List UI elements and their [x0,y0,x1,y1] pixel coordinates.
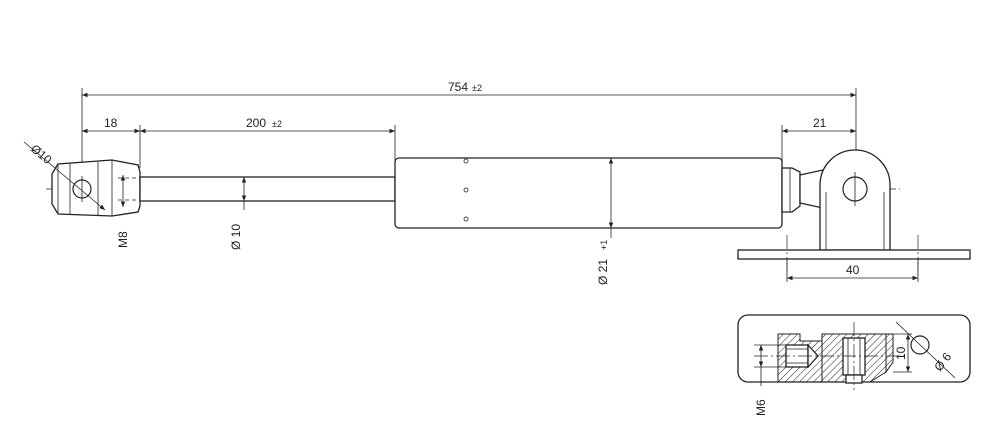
detail-height-label: 10 [894,346,908,360]
overall-length-label: 754 [448,80,468,94]
rod-diameter-label: Ø 10 [229,224,243,250]
piston-rod [139,176,396,202]
plate-width-label: 40 [846,263,860,277]
stroke-length-label: 200 [246,116,266,130]
dimension-plate-width: 40 [786,259,919,282]
thread-label: M8 [116,231,130,248]
eye-diameter-label: Ø10 [28,142,55,168]
dimension-thread: M8 [116,175,130,248]
dimension-overall-length: 754 ±2 [82,80,856,98]
dimension-stroke: 200 ±2 [140,116,395,134]
main-view: 754 ±2 18 200 ±2 21 [23,80,971,285]
rod-end-eye [51,159,141,217]
cylinder-tube [394,157,783,229]
dimension-rod-diameter: Ø 10 [229,177,247,250]
dimension-clevis: 21 [782,116,856,134]
mounting-bracket [737,149,971,275]
dimension-rod-end: 18 [82,116,140,134]
dimension-tube-diameter: Ø 21 +1 [596,158,614,285]
overall-length-tolerance: ±2 [472,83,482,93]
bracket-detail-view: 10 Ø 6 M6 [737,314,971,416]
tube-diameter-label: Ø 21 [596,259,610,285]
detail-thread-label: M6 [754,399,768,416]
clevis-length-label: 21 [813,116,827,130]
tube-diameter-tolerance: +1 [599,240,609,250]
stroke-length-tolerance: ±2 [272,119,282,129]
rod-end-length-label: 18 [104,116,118,130]
